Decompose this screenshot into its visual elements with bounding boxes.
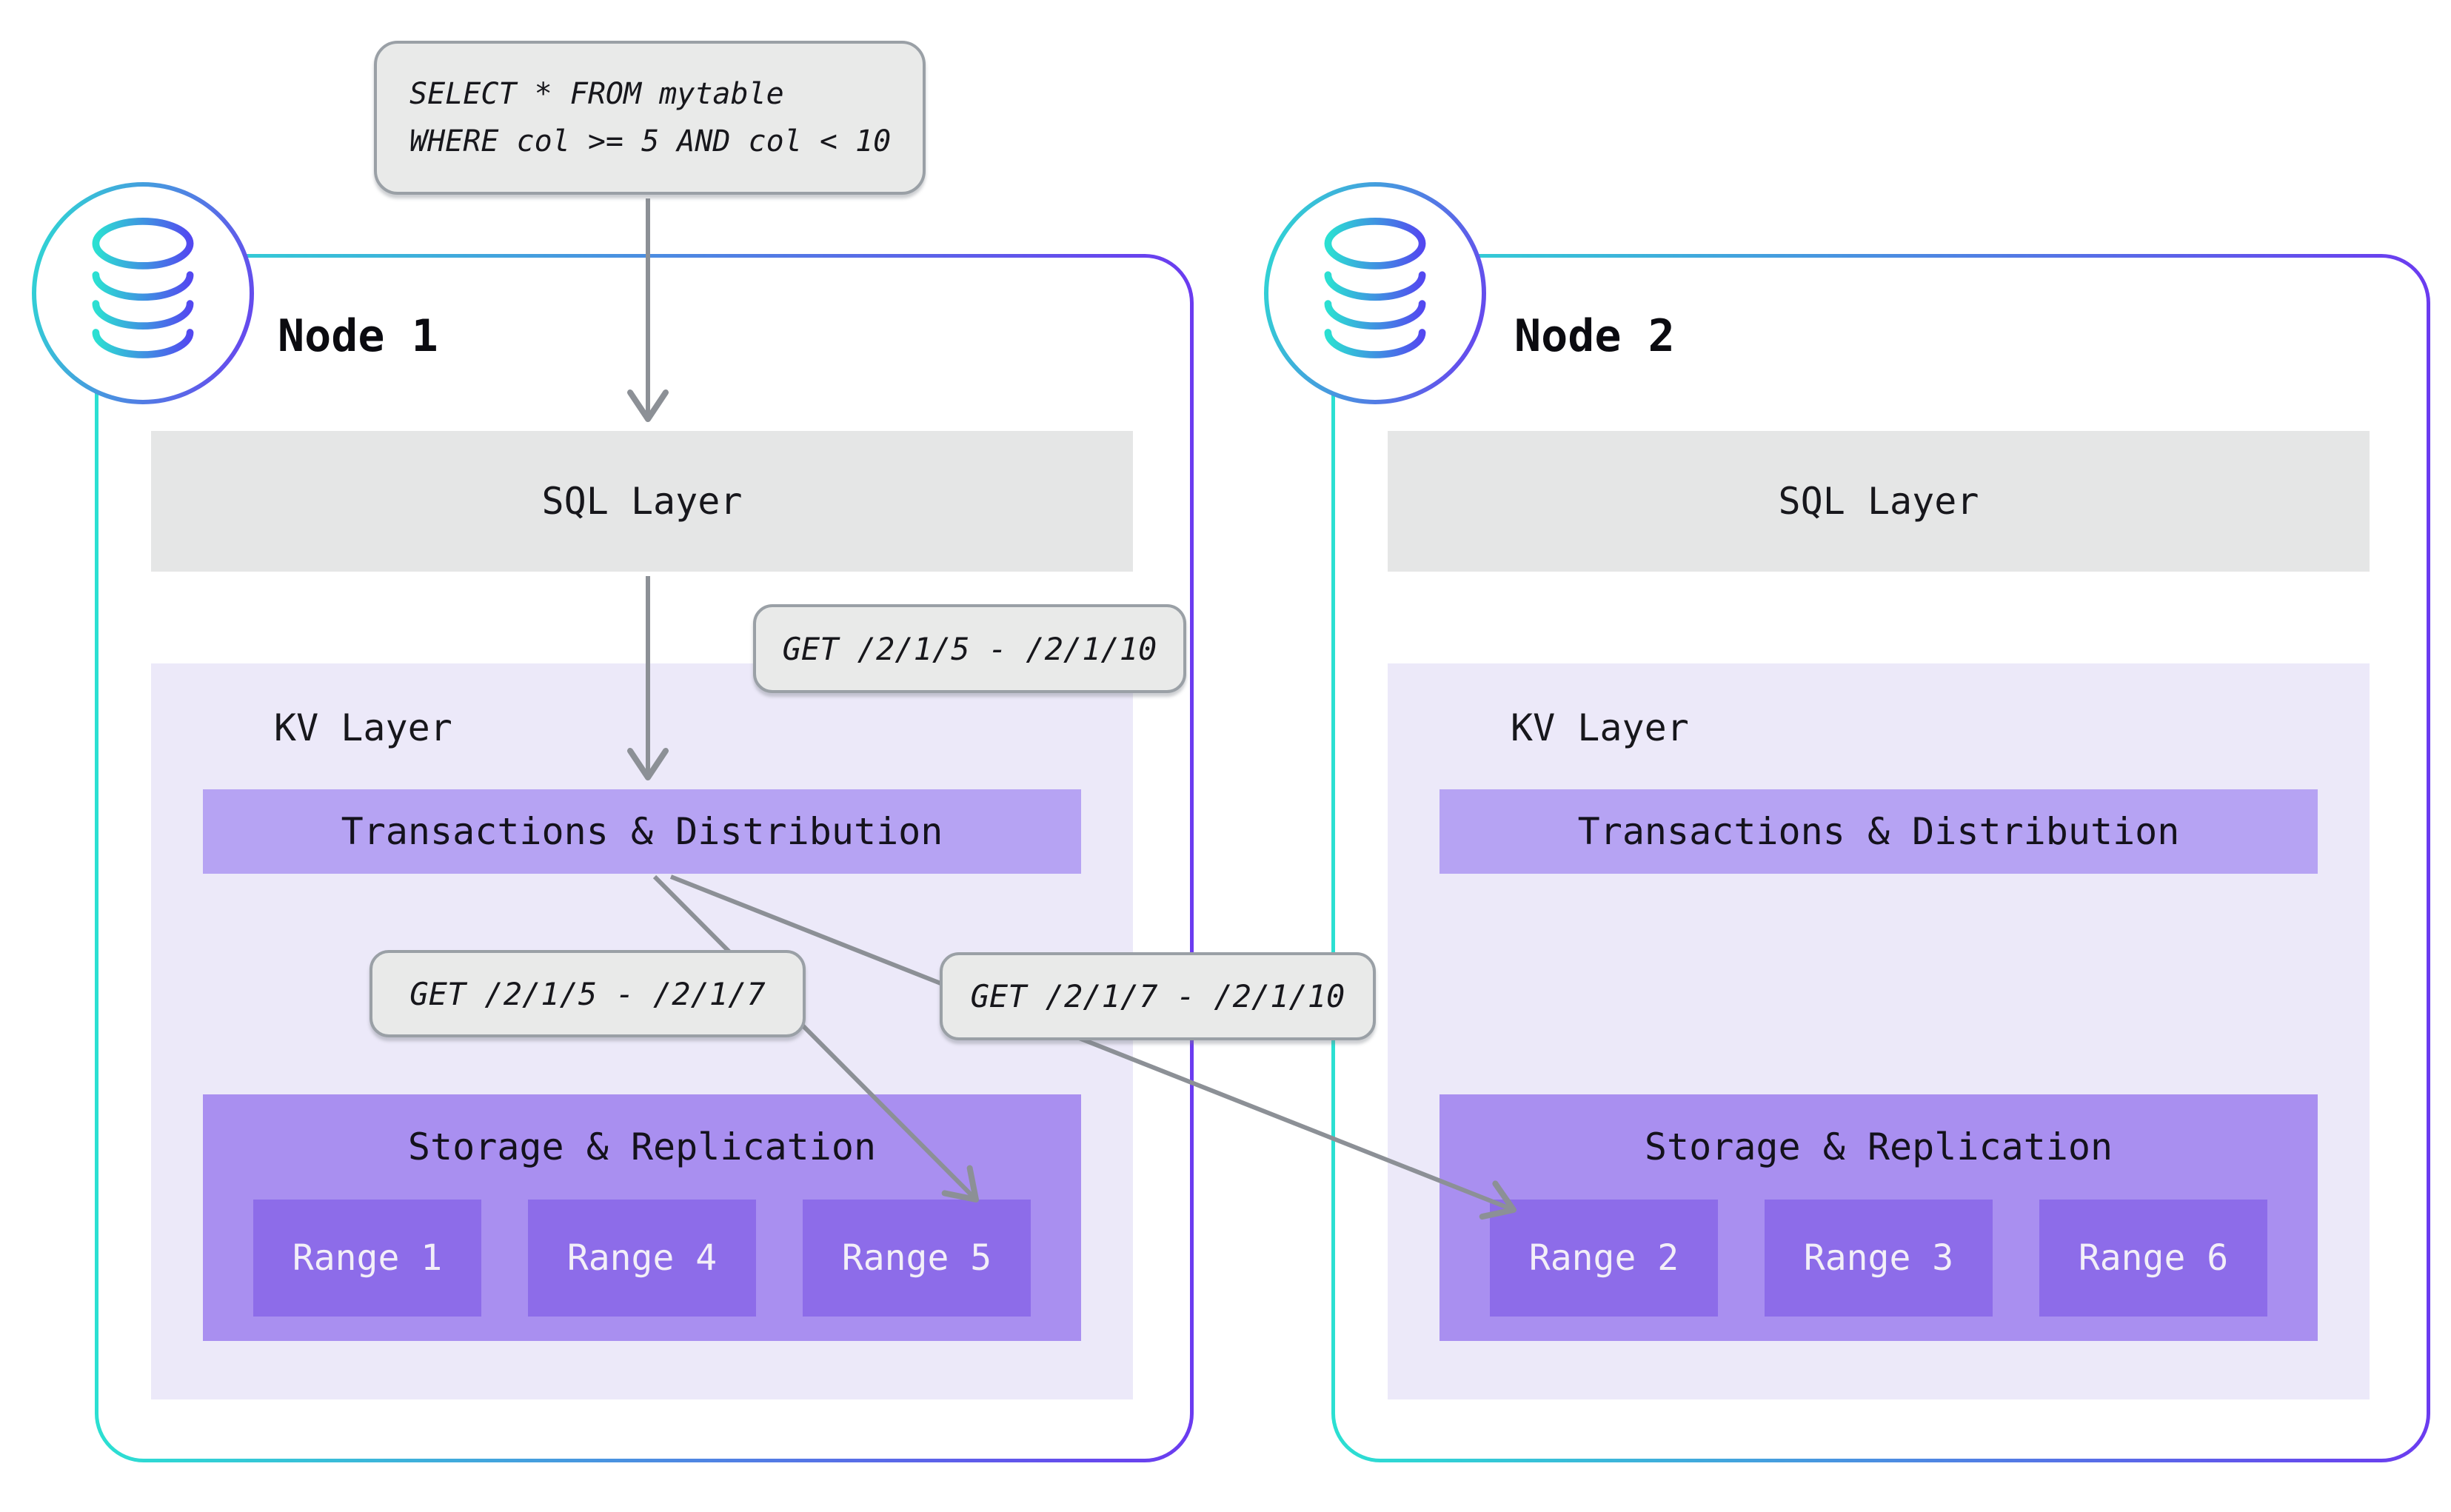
node-1-sql-layer: SQL Layer [151, 431, 1133, 572]
node-2-ranges-row: Range 2 Range 3 Range 6 [1490, 1200, 2267, 1317]
node-1-storage-box: Storage & Replication Range 1 Range 4 Ra… [203, 1094, 1081, 1341]
node-2-database-badge-fill [1268, 187, 1482, 400]
node-2-sql-layer: SQL Layer [1388, 431, 2370, 572]
node-2-kv-layer: KV Layer Transactions & Distribution Sto… [1388, 663, 2370, 1399]
node-1-storage-label: Storage & Replication [407, 1125, 877, 1168]
sql-query-line-2: WHERE col >= 5 AND col < 10 [409, 124, 892, 158]
database-icon [1324, 217, 1426, 358]
sql-query-line-1: SELECT * FROM mytable [409, 77, 784, 111]
get-range-local-callout: GET /2/1/5 - /2/1/7 [370, 950, 806, 1037]
node-1-transactions-box: Transactions & Distribution [203, 789, 1081, 874]
node-1-range-5: Range 5 [803, 1200, 1031, 1317]
node-2-transactions-label: Transactions & Distribution [1577, 810, 2180, 853]
database-icon [92, 217, 194, 358]
node-2-kv-layer-label: KV Layer [1511, 706, 1689, 749]
sql-query-callout: SELECT * FROM mytable WHERE col >= 5 AND… [374, 41, 926, 195]
node-1-kv-layer-label: KV Layer [274, 706, 452, 749]
node-2-storage-box: Storage & Replication Range 2 Range 3 Ra… [1439, 1094, 2318, 1341]
node-2-title: Node 2 [1514, 310, 1675, 362]
node-1-container: Node 1 SQL Layer KV Layer Transactions &… [95, 254, 1194, 1462]
node-2-range-3: Range 3 [1765, 1200, 1993, 1317]
node-1-range-1: Range 1 [253, 1200, 481, 1317]
node-1-ranges-row: Range 1 Range 4 Range 5 [253, 1200, 1031, 1317]
node-2-storage-label: Storage & Replication [1644, 1125, 2113, 1168]
node-2-sql-layer-label: SQL Layer [1778, 480, 1979, 523]
get-range-full-callout: GET /2/1/5 - /2/1/10 [753, 604, 1186, 693]
node-2-transactions-box: Transactions & Distribution [1439, 789, 2318, 874]
node-1-sql-layer-label: SQL Layer [541, 480, 743, 523]
node-2-range-6: Range 6 [2039, 1200, 2267, 1317]
node-1-database-badge [32, 182, 254, 404]
node-1-title: Node 1 [278, 310, 438, 362]
node-1-database-badge-fill [36, 187, 250, 400]
node-2-range-2: Range 2 [1490, 1200, 1718, 1317]
node-2-database-badge [1264, 182, 1486, 404]
node-1-range-4: Range 4 [528, 1200, 756, 1317]
node-1-transactions-label: Transactions & Distribution [341, 810, 943, 853]
node-2-container: Node 2 SQL Layer KV Layer Transactions &… [1331, 254, 2430, 1462]
get-range-remote-callout: GET /2/1/7 - /2/1/10 [940, 952, 1376, 1040]
